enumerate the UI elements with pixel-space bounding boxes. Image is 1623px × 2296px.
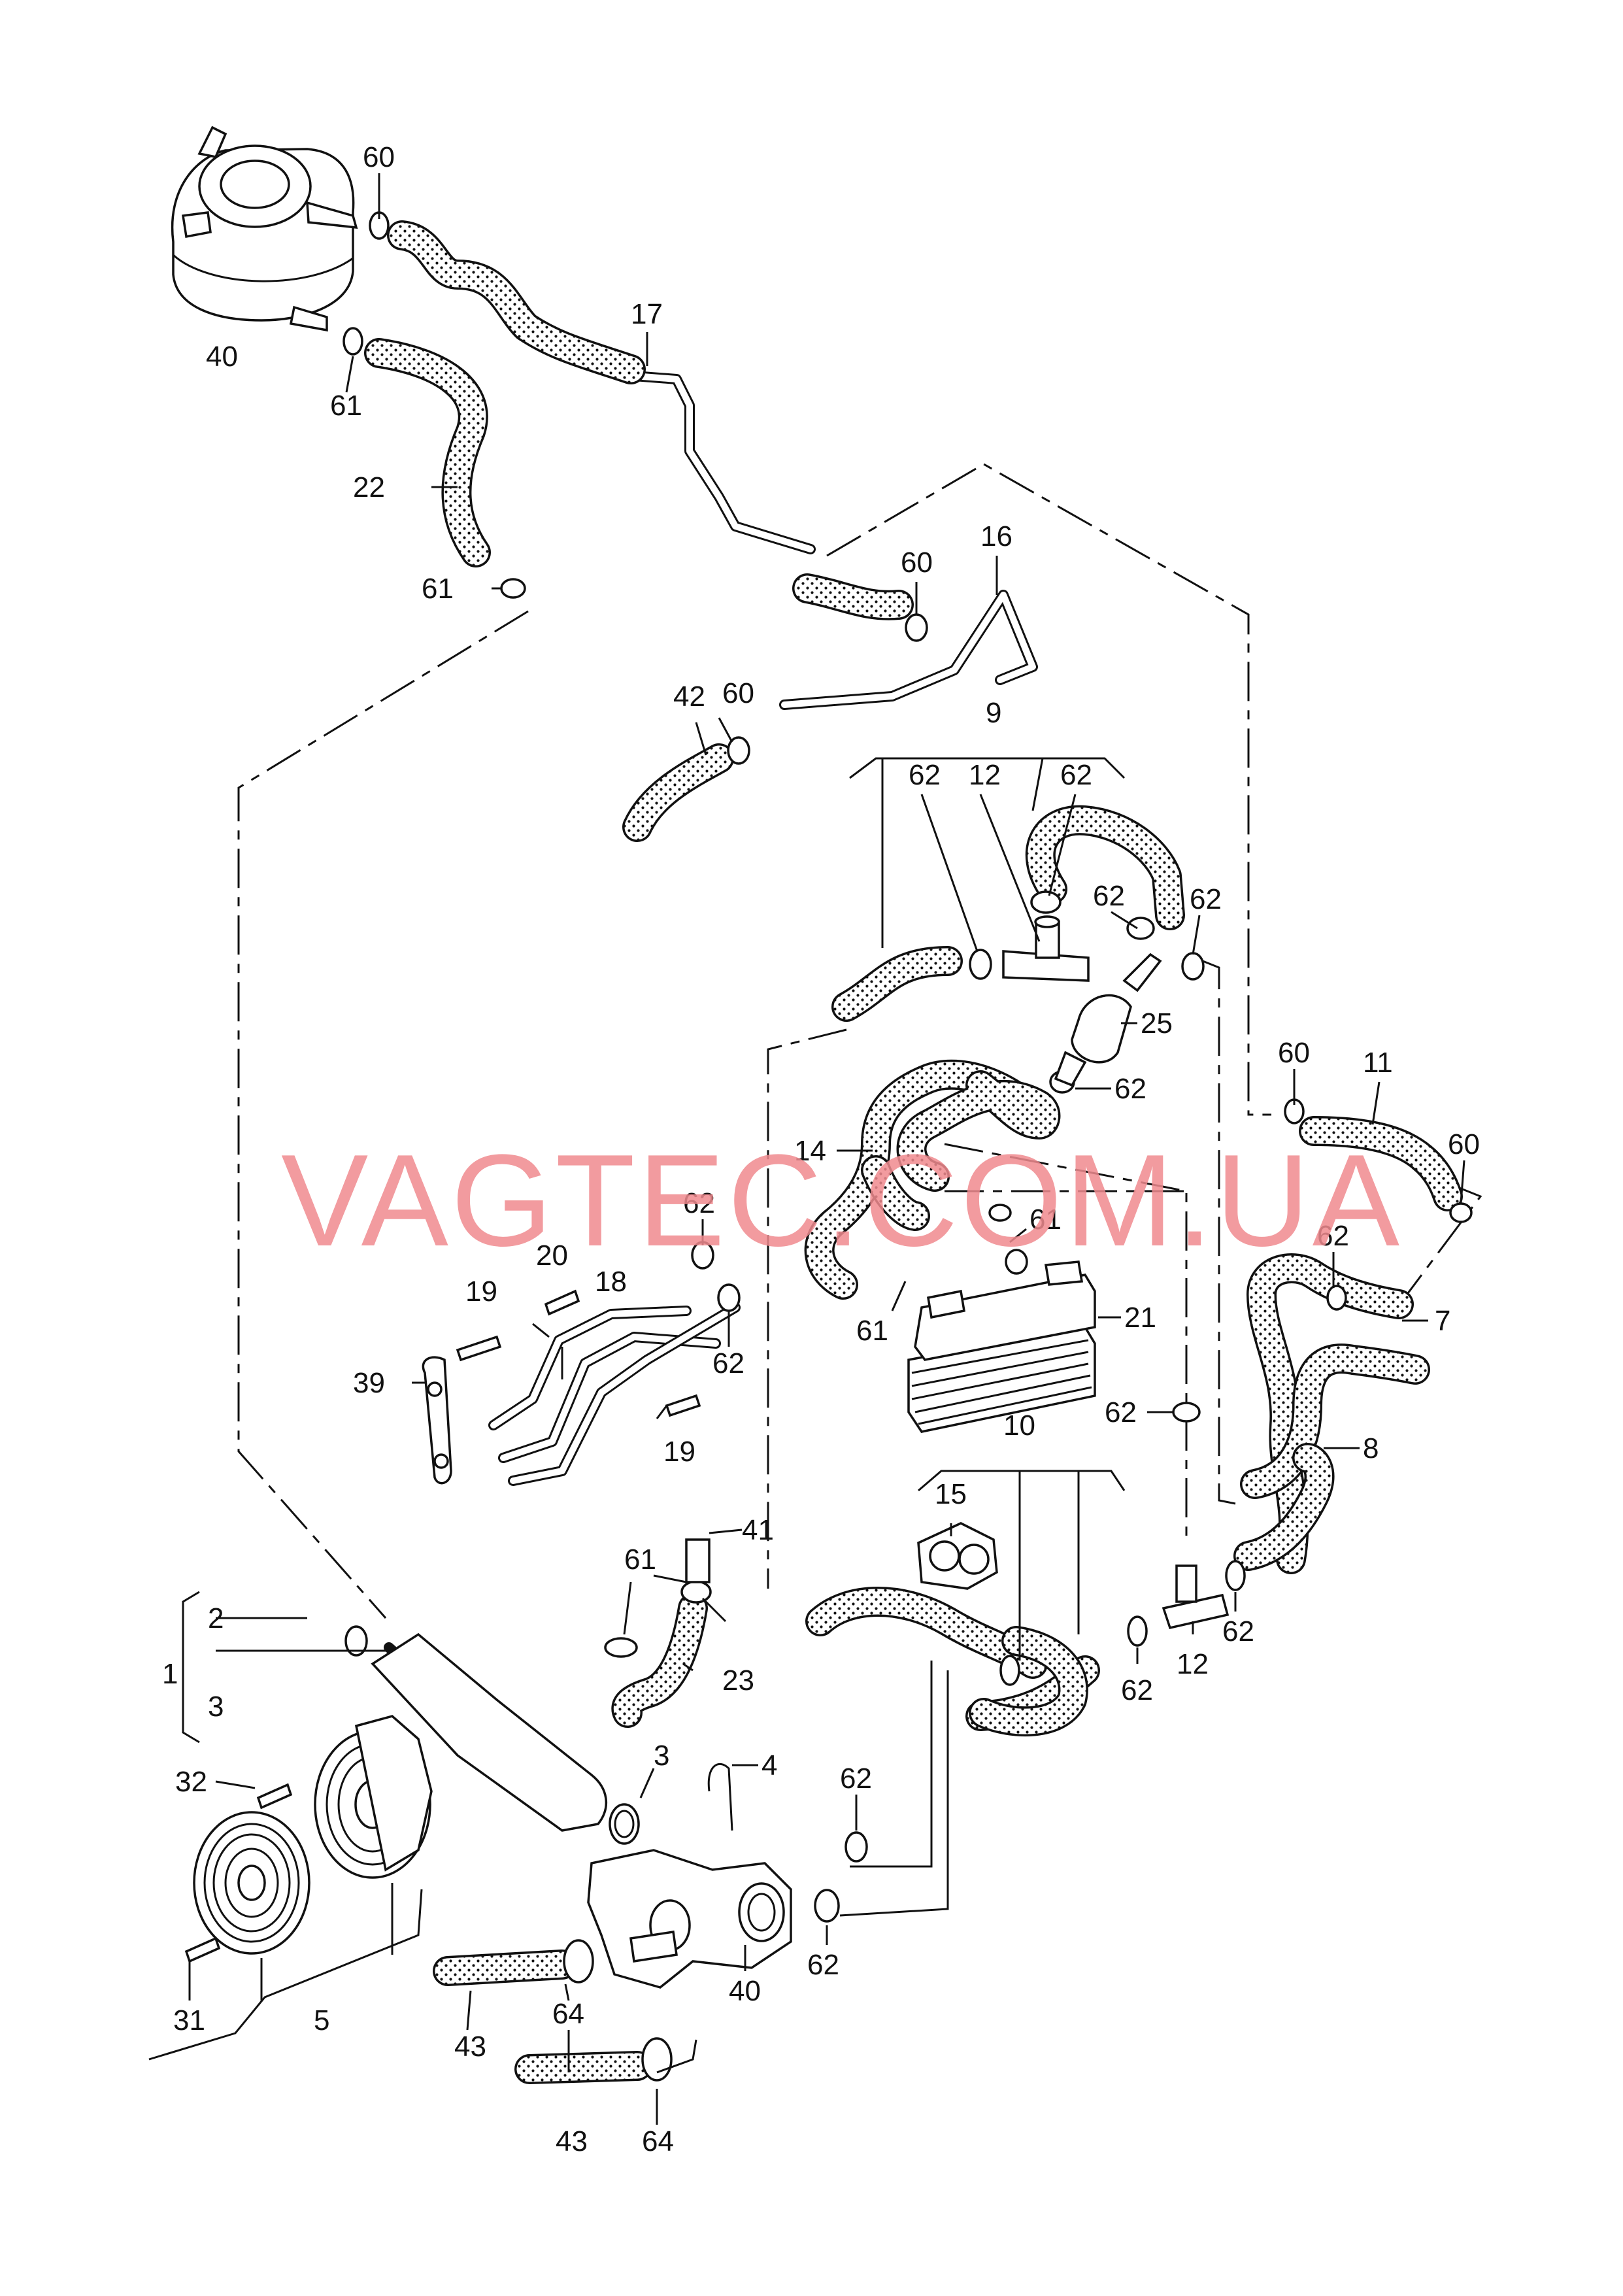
callout-25: 25 [1141, 1007, 1173, 1039]
callout-12: 12 [969, 759, 1001, 791]
callout-2: 2 [208, 1602, 224, 1634]
expansion-tank [171, 126, 358, 332]
callout-40: 40 [206, 341, 238, 373]
leader-lines [148, 173, 1465, 2125]
callout-60: 60 [722, 677, 754, 709]
callout-60: 60 [363, 141, 395, 173]
callout-61: 61 [856, 1315, 888, 1347]
water-pump [193, 1715, 433, 1955]
callout-62: 62 [683, 1187, 715, 1219]
callout-62: 62 [909, 759, 941, 791]
callout-62: 62 [1105, 1396, 1137, 1428]
callout-60: 60 [1448, 1128, 1480, 1160]
callout-41: 41 [742, 1514, 774, 1546]
oil-cooler [907, 1260, 1096, 1433]
callout-16: 16 [980, 520, 1012, 552]
callout-17: 17 [631, 298, 663, 330]
callout-62: 62 [1190, 883, 1222, 915]
thermostat-housing [587, 1849, 792, 1989]
callout-22: 22 [353, 471, 385, 503]
hoses [364, 220, 1463, 2084]
callout-62: 62 [840, 1763, 872, 1795]
callout-62: 62 [1093, 880, 1125, 912]
callout-42: 42 [673, 681, 705, 713]
callout-labels: 60 40 61 22 61 17 16 60 60 42 9 62 12 62… [162, 141, 1480, 2157]
callout-32: 32 [175, 1766, 207, 1798]
callout-10: 10 [1003, 1410, 1035, 1442]
callout-40: 40 [729, 1975, 761, 2007]
callout-62: 62 [1060, 759, 1092, 791]
callout-62: 62 [1121, 1674, 1153, 1706]
callout-20: 20 [536, 1240, 568, 1272]
callout-3: 3 [208, 1691, 224, 1723]
callout-43: 43 [454, 2031, 486, 2063]
callout-5: 5 [314, 2004, 329, 2036]
callout-19: 19 [663, 1436, 695, 1468]
callout-7: 7 [1435, 1305, 1450, 1337]
callout-8: 8 [1363, 1432, 1379, 1464]
callout-64: 64 [642, 2125, 674, 2157]
callout-60: 60 [1278, 1037, 1310, 1069]
callout-61: 61 [422, 573, 454, 605]
callout-61: 61 [1029, 1204, 1062, 1236]
callout-31: 31 [173, 2004, 205, 2036]
callout-62: 62 [1317, 1220, 1349, 1252]
callout-61: 61 [330, 390, 362, 422]
callout-9: 9 [986, 697, 1001, 729]
callout-62: 62 [807, 1949, 839, 1981]
hose-clamps [343, 211, 1473, 2082]
callout-62: 62 [712, 1347, 745, 1379]
callout-64: 64 [552, 1998, 584, 2030]
callout-1: 1 [162, 1658, 178, 1690]
callout-11: 11 [1363, 1047, 1393, 1079]
callout-3: 3 [654, 1740, 669, 1772]
callout-61: 61 [624, 1544, 656, 1576]
callout-14: 14 [794, 1135, 826, 1167]
fittings [184, 915, 1230, 1963]
callout-39: 39 [353, 1367, 385, 1399]
callout-62: 62 [1114, 1073, 1146, 1105]
metal-pipes [371, 371, 1038, 1832]
hose-bracket [917, 1522, 998, 1590]
callout-60: 60 [901, 547, 933, 579]
callout-19: 19 [465, 1275, 497, 1308]
callout-62: 62 [1222, 1615, 1254, 1647]
callout-4: 4 [761, 1749, 777, 1781]
callout-15: 15 [935, 1478, 967, 1510]
callout-23: 23 [722, 1664, 754, 1697]
callout-18: 18 [595, 1266, 627, 1298]
watermark-text: VAGTEC.COM.UA [281, 1128, 1402, 1274]
callout-43: 43 [556, 2125, 588, 2157]
callout-21: 21 [1124, 1302, 1156, 1334]
callout-12: 12 [1177, 1648, 1209, 1680]
